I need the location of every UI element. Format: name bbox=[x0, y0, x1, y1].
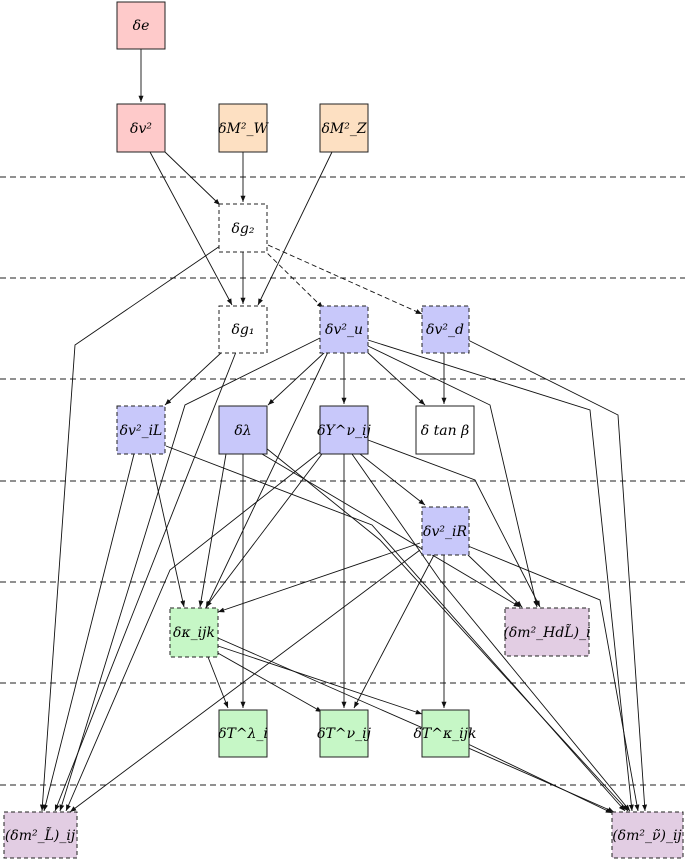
node-de: δe bbox=[116, 1, 166, 50]
level-separators bbox=[0, 176, 685, 786]
node-label: δT^κ_ijk bbox=[414, 726, 477, 742]
node-label: δg₂ bbox=[231, 221, 254, 237]
node-dMZ2: δM²_Z bbox=[319, 103, 369, 153]
node-dv2: δv² bbox=[116, 103, 166, 153]
node-dmHdL: (δm²_HdL̃)_i bbox=[503, 607, 591, 657]
edge-dvu2-dmHdL bbox=[367, 345, 539, 608]
node-label: δM²_Z bbox=[321, 121, 366, 137]
node-label: δv²_u bbox=[325, 322, 363, 338]
edge-dTk-dmnu bbox=[467, 743, 613, 814]
node-label: δM²_W bbox=[218, 121, 269, 137]
node-label: (δm²_HdL̃)_i bbox=[503, 623, 590, 641]
node-dmnu: (δm²_ν̃)_ij bbox=[611, 811, 684, 859]
node-dg1: δg₁ bbox=[218, 305, 268, 354]
node-dY: δY^ν_ij bbox=[317, 405, 372, 455]
node-dmL: (δm²_L̃)_ij bbox=[3, 811, 78, 859]
edge-dg2-dvd2 bbox=[267, 244, 423, 315]
edge-dvu2-dmnu bbox=[367, 339, 634, 812]
node-dkappa: δκ_ijk bbox=[169, 607, 219, 658]
node-label: δv² bbox=[130, 121, 152, 137]
node-dviL2: δv²_iL bbox=[116, 405, 166, 455]
edge-dY-dmL bbox=[65, 451, 321, 812]
edge-dg1-dmL bbox=[54, 351, 237, 812]
node-label: δe bbox=[133, 18, 150, 34]
edge-dviR2-dmHdL bbox=[467, 554, 523, 608]
edge-dvu2-dmL bbox=[59, 337, 321, 812]
node-label: δT^ν_ij bbox=[317, 726, 371, 742]
edge-dviL2-dmL bbox=[43, 453, 135, 812]
node-dTl: δT^λ_i bbox=[218, 709, 268, 758]
node-label: δκ_ijk bbox=[173, 625, 215, 641]
node-label: δλ bbox=[234, 423, 251, 439]
edge-dY-dviR2 bbox=[359, 453, 426, 506]
edge-dY-dmnu bbox=[351, 453, 631, 812]
edge-dMZ2-dg1 bbox=[257, 151, 333, 306]
edge-dviR2-dTn bbox=[353, 554, 435, 709]
edges bbox=[39, 49, 648, 814]
edge-dvu2-dtanb bbox=[366, 351, 426, 406]
edge-dkappa-dTn bbox=[215, 651, 323, 713]
edge-dv2-dg2 bbox=[164, 151, 221, 206]
node-dvd2: δv²_d bbox=[421, 305, 470, 354]
node-dvu2: δv²_u bbox=[319, 305, 369, 354]
node-label: δv²_d bbox=[426, 322, 464, 338]
node-dviR2: δv²_iR bbox=[421, 506, 470, 556]
edge-dlambda-dmnu bbox=[265, 447, 629, 812]
edge-dvu2-dlambda bbox=[267, 351, 326, 406]
node-label: δT^λ_i bbox=[218, 726, 268, 742]
edge-dv2-dg1 bbox=[149, 151, 233, 306]
edge-dvd2-dmnu bbox=[467, 339, 648, 812]
edge-dg1-dviL2 bbox=[164, 351, 223, 406]
node-dTn: δT^ν_ij bbox=[317, 709, 372, 758]
edge-dY-dkappa bbox=[205, 453, 323, 608]
node-dlambda: δλ bbox=[218, 405, 268, 455]
edge-dY-dmHdL bbox=[367, 439, 541, 608]
edge-dvu2-dkappa bbox=[205, 351, 329, 609]
edge-dg2-dmL bbox=[39, 245, 221, 812]
node-dMW2: δM²_W bbox=[218, 103, 269, 153]
edge-dviR2-dkappa bbox=[217, 542, 421, 613]
node-dg2: δg₂ bbox=[218, 203, 268, 253]
node-label: (δm²_ν̃)_ij bbox=[612, 828, 682, 844]
edge-dkappa-dmnu bbox=[217, 637, 615, 813]
edge-dviL2-dkappa bbox=[149, 453, 186, 608]
node-label: δv²_iR bbox=[423, 524, 467, 540]
edge-dviR2-dmL bbox=[69, 549, 421, 813]
edge-dlambda-dkappa bbox=[198, 453, 227, 608]
edge-dviR2-dmnu bbox=[467, 545, 640, 812]
edge-dg2-dvu2 bbox=[261, 247, 324, 309]
node-label: (δm²_L̃)_ij bbox=[5, 826, 76, 844]
node-label: δv²_iL bbox=[120, 423, 163, 439]
node-label: δg₁ bbox=[231, 322, 254, 338]
nodes: δe δv² δM²_W δM²_Z δg₂ δg₁ δv²_u δv²_d bbox=[3, 1, 684, 859]
node-dTk: δT^κ_ijk bbox=[414, 709, 477, 758]
edge-dkappa-dTk bbox=[217, 645, 423, 715]
node-dtanb: δ tan β bbox=[415, 405, 475, 455]
node-label: δY^ν_ij bbox=[317, 423, 371, 439]
node-label: δ tan β bbox=[421, 423, 469, 439]
edge-dkappa-dTl bbox=[207, 656, 229, 709]
